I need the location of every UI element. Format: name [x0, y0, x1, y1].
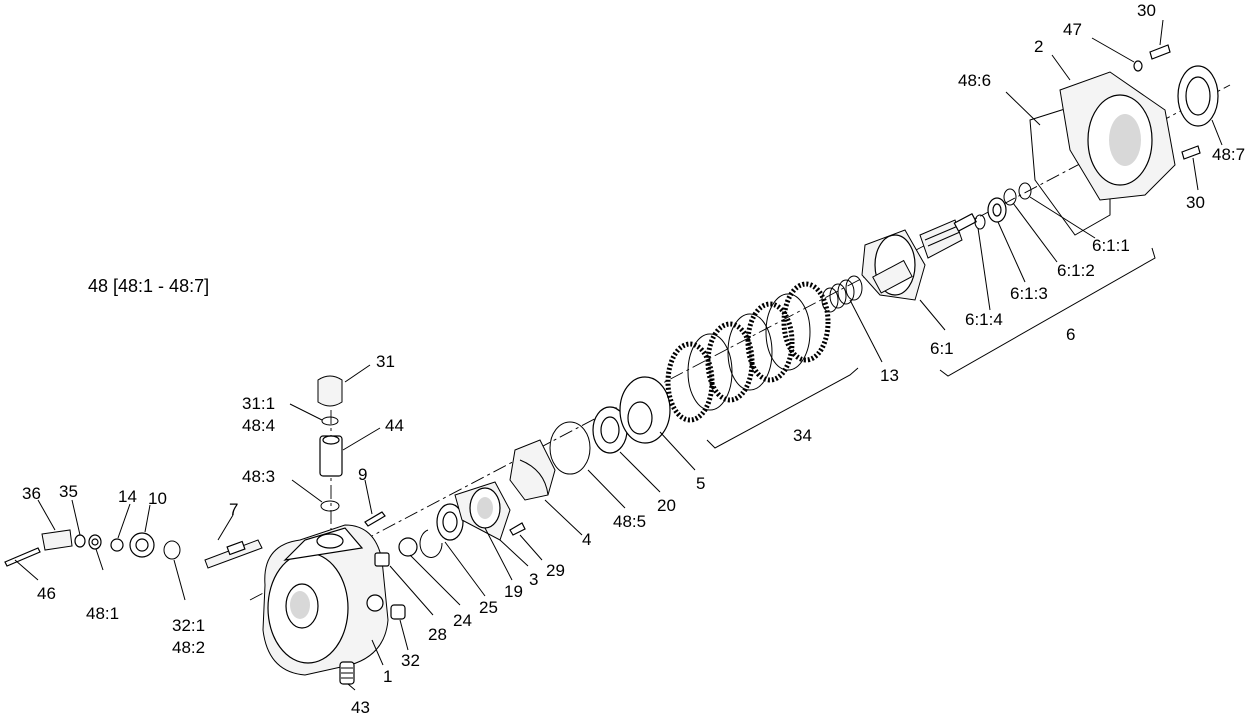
breather-cap-31[interactable] — [317, 375, 343, 407]
callout-48-6: 48:6 — [958, 71, 992, 90]
washer-24[interactable] — [398, 537, 418, 557]
callout-9: 9 — [358, 465, 368, 484]
bearing-flange-3[interactable] — [454, 481, 511, 541]
callout-34: 34 — [793, 426, 812, 445]
drain-plug[interactable] — [339, 661, 355, 685]
sleeve-4[interactable] — [509, 439, 556, 501]
plug-32[interactable] — [390, 604, 406, 620]
gear-housing[interactable] — [262, 524, 389, 676]
bolt-30-top[interactable] — [1149, 44, 1171, 60]
callout-36: 36 — [22, 484, 41, 503]
callout-6: 6 — [1066, 325, 1076, 344]
callout-20: 20 — [657, 496, 676, 515]
title-label: 48 [48:1 - 48:7] — [88, 276, 210, 296]
callout-32: 32 — [401, 651, 420, 670]
callout-7: 7 — [229, 500, 239, 519]
callout-35: 35 — [59, 482, 78, 501]
shaft-seal-48-7[interactable] — [1177, 65, 1219, 127]
callout-6-1-2: 6:1:2 — [1057, 261, 1095, 280]
callout-31: 31 — [376, 352, 395, 371]
callout-6-1: 6:1 — [930, 339, 954, 358]
callout-32-1: 32:1 — [172, 616, 206, 635]
bracket-34 — [706, 367, 859, 449]
clutch-basket-shaft[interactable] — [861, 212, 977, 301]
bushing-10[interactable] — [129, 532, 155, 558]
washer-6-1-2[interactable] — [1003, 188, 1017, 206]
ring-14[interactable] — [110, 538, 124, 552]
shaft-7[interactable] — [204, 539, 263, 569]
callout-46: 46 — [37, 584, 56, 603]
spring-13[interactable] — [821, 275, 863, 313]
circlip-25[interactable] — [419, 529, 443, 558]
callout-1: 1 — [383, 667, 393, 686]
bearing-48-1[interactable] — [88, 534, 102, 550]
callout-13: 13 — [880, 366, 899, 385]
callout-6-1-1: 6:1:1 — [1092, 236, 1130, 255]
callout-5: 5 — [696, 474, 706, 493]
callout-48-5: 48:5 — [613, 512, 647, 531]
pressure-plate-5[interactable] — [619, 376, 671, 444]
callout-47: 47 — [1063, 20, 1082, 39]
clutch-disc-pack[interactable] — [665, 281, 831, 423]
callout-25: 25 — [479, 598, 498, 617]
ring-6-1-4[interactable] — [974, 214, 986, 230]
callout-4: 4 — [582, 530, 592, 549]
bolt-30-bottom[interactable] — [1181, 145, 1201, 160]
callout-31-1: 31:1 — [242, 394, 276, 413]
callout-43: 43 — [351, 698, 370, 717]
callout-14: 14 — [118, 487, 137, 506]
callout-48-2: 48:2 — [172, 638, 206, 657]
callout-2: 2 — [1034, 37, 1044, 56]
o-ring-32-1[interactable] — [163, 540, 181, 560]
end-cover-2[interactable] — [1059, 71, 1176, 201]
o-ring-48-3[interactable] — [320, 500, 340, 512]
pin-9[interactable] — [364, 511, 386, 527]
washer-35[interactable] — [74, 534, 86, 548]
callout-48-4: 48:4 — [242, 416, 276, 435]
screw-29[interactable] — [509, 522, 526, 536]
callout-48-3: 48:3 — [242, 467, 276, 486]
leader-lines — [14, 19, 1223, 691]
callout-10: 10 — [148, 489, 167, 508]
o-ring-48-5[interactable] — [549, 421, 591, 475]
callout-48-1: 48:1 — [86, 604, 120, 623]
bracket-6 — [939, 247, 1156, 377]
pin-46[interactable] — [4, 547, 41, 567]
adapter-44[interactable] — [319, 435, 343, 477]
o-ring-31-1[interactable] — [321, 416, 339, 426]
callout-19: 19 — [504, 582, 523, 601]
callout-29: 29 — [546, 561, 565, 580]
callout-3: 3 — [529, 570, 539, 589]
bearing-6-1-3[interactable] — [987, 197, 1007, 223]
assembly-axis-line — [249, 84, 1231, 601]
callout-48-7: 48:7 — [1212, 145, 1246, 164]
callout-6-1-4: 6:1:4 — [965, 310, 1003, 329]
washer-47[interactable] — [1133, 60, 1143, 72]
callout-6-1-3: 6:1:3 — [1010, 284, 1048, 303]
callout-44: 44 — [385, 416, 404, 435]
bearing-19[interactable] — [436, 503, 464, 541]
lever-36[interactable] — [41, 529, 73, 551]
ring-6-1-1[interactable] — [1018, 182, 1032, 200]
callout-30a: 30 — [1137, 1, 1156, 20]
callout-24: 24 — [453, 611, 472, 630]
callout-30b: 30 — [1186, 193, 1205, 212]
bolt-28[interactable] — [374, 552, 390, 567]
callout-28: 28 — [428, 625, 447, 644]
